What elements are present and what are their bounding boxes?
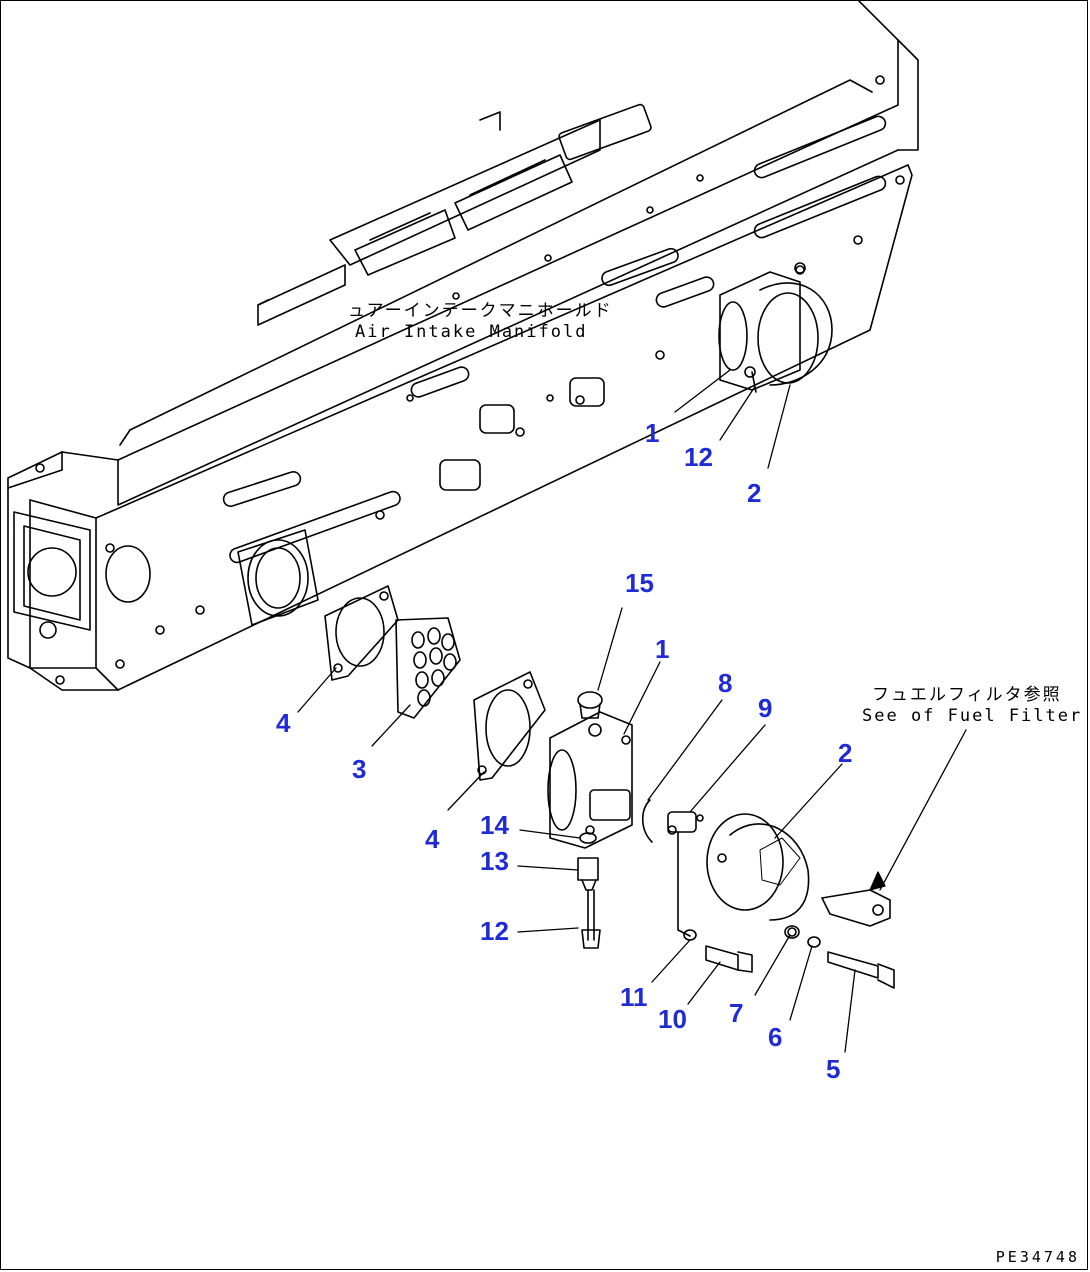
assembled-heater xyxy=(718,262,833,393)
fuel-filter-label-en: See of Fuel Filter xyxy=(862,706,1083,726)
part-6-washer xyxy=(807,936,821,948)
part-4-gasket-right xyxy=(473,671,546,781)
fuel-filter-label-jp: フュエルフィルタ参照 xyxy=(872,685,1062,705)
part-14-washer xyxy=(579,832,597,844)
bolt-holes xyxy=(35,75,905,685)
callout-2-lower: 2 xyxy=(838,738,853,768)
manifold-label-en: Air Intake Manifold xyxy=(355,322,588,342)
callout-3: 3 xyxy=(352,754,367,784)
part-5-bolt xyxy=(827,951,895,989)
callout-12-upper: 12 xyxy=(684,442,713,472)
callout-9: 9 xyxy=(758,693,773,723)
air-intake-manifold xyxy=(7,0,919,691)
part-13-nut xyxy=(577,857,599,891)
manifold-label-jp: ュアーインテークマニホールド xyxy=(348,301,613,321)
part-3-plate xyxy=(395,617,461,719)
part-11-washer xyxy=(683,929,697,941)
callout-12-lower: 12 xyxy=(480,916,509,946)
callout-7: 7 xyxy=(729,998,744,1028)
part-1-housing xyxy=(547,711,633,849)
part-2-cover xyxy=(706,813,810,937)
callout-14: 14 xyxy=(480,810,509,840)
drawing-code: PE34748 xyxy=(995,1248,1080,1266)
callout-5: 5 xyxy=(826,1054,841,1084)
callout-1-lower: 1 xyxy=(655,634,670,664)
callout-2-upper: 2 xyxy=(747,478,762,508)
part-4-gasket-left xyxy=(324,585,399,681)
part-7-lockwasher xyxy=(784,925,800,939)
part-8-gasket xyxy=(641,799,653,843)
side-slots xyxy=(222,103,887,564)
part-12-element xyxy=(581,889,601,949)
part-10-bolt xyxy=(705,945,753,973)
callout-13: 13 xyxy=(480,846,509,876)
bracket xyxy=(821,889,891,927)
part-9-switch xyxy=(667,811,704,937)
callout-11: 11 xyxy=(620,982,648,1012)
callout-1-upper: 1 xyxy=(645,418,660,448)
part-15-plug xyxy=(577,691,603,719)
callout-15: 15 xyxy=(625,568,654,598)
callout-10: 10 xyxy=(658,1004,687,1034)
plate-holes xyxy=(411,627,457,707)
callout-4-left: 4 xyxy=(276,708,291,738)
callout-8: 8 xyxy=(718,668,733,698)
callout-6: 6 xyxy=(768,1022,783,1052)
callout-4-right: 4 xyxy=(425,824,440,854)
leader-lines xyxy=(297,369,967,1053)
